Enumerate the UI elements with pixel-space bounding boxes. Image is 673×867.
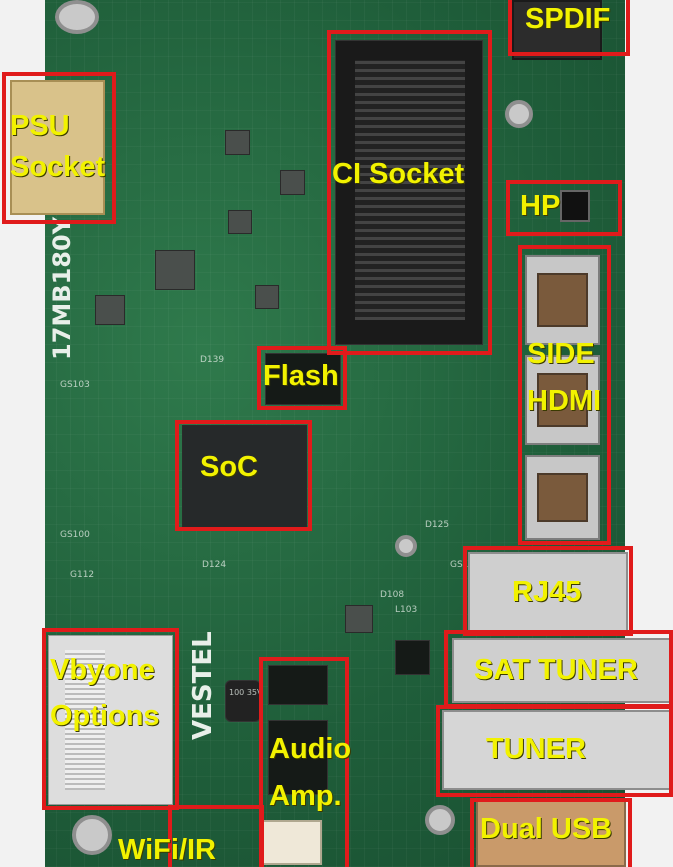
dual-usb-label: Dual USB bbox=[480, 813, 613, 845]
mounting-hole bbox=[505, 100, 533, 128]
vbyone-box bbox=[42, 628, 179, 810]
wifi-ir-label: WiFi/IR bbox=[118, 834, 217, 866]
ref-text: GS100 bbox=[60, 530, 90, 540]
psu-socket-box bbox=[2, 72, 116, 224]
mounting-hole bbox=[425, 805, 455, 835]
mounting-hole bbox=[72, 815, 112, 855]
soc-label: SoC bbox=[200, 451, 258, 483]
mounting-hole bbox=[395, 535, 417, 557]
audio-amp-label-line1: Audio bbox=[269, 733, 352, 765]
ref-text: D125 bbox=[425, 520, 450, 530]
capacitor-value: 100 35V bbox=[229, 688, 263, 697]
rj45-box bbox=[463, 546, 633, 636]
brand-silkscreen: VESTEL bbox=[188, 631, 218, 740]
hp-box bbox=[506, 180, 622, 236]
rj45-port bbox=[468, 552, 628, 632]
ci-socket-pins bbox=[355, 60, 465, 320]
tuner-box bbox=[436, 705, 673, 797]
ic bbox=[395, 640, 430, 675]
inductor bbox=[95, 295, 125, 325]
spdif-connector bbox=[512, 0, 602, 60]
hdmi-port bbox=[525, 255, 600, 345]
spdif-label: SPDIF bbox=[525, 3, 611, 35]
sat-tuner-label: SAT TUNER bbox=[474, 654, 638, 686]
side-hdmi-label-line1: SIDE bbox=[527, 338, 595, 370]
mounting-hole bbox=[55, 0, 99, 34]
ref-text: D124 bbox=[202, 560, 227, 570]
model-silkscreen: 17MB180Y bbox=[48, 216, 76, 360]
side-hdmi-label-line2: HDMI bbox=[527, 385, 602, 417]
inductor bbox=[255, 285, 279, 309]
inductor bbox=[280, 170, 305, 195]
dual-usb-box bbox=[470, 798, 632, 867]
hdmi-port bbox=[525, 355, 600, 445]
flash-label: Flash bbox=[263, 360, 339, 392]
inductor bbox=[155, 250, 195, 290]
hdmi-port bbox=[525, 455, 600, 540]
hp-jack bbox=[560, 190, 590, 222]
ref-text: GS103 bbox=[60, 380, 90, 390]
inductor bbox=[225, 130, 250, 155]
spdif-box bbox=[508, 0, 630, 56]
side-hdmi-box bbox=[518, 245, 611, 545]
ci-socket-box bbox=[327, 30, 492, 355]
audio-amp-chip bbox=[268, 665, 328, 705]
psu-label-line2: Socket bbox=[10, 151, 106, 183]
usb-connector bbox=[476, 800, 626, 867]
wifi-ir-box bbox=[168, 805, 264, 867]
rj45-label: RJ45 bbox=[512, 576, 582, 608]
ci-socket-label: CI Socket bbox=[332, 158, 465, 190]
ref-text: L103 bbox=[395, 605, 418, 615]
soc-chip bbox=[182, 425, 307, 530]
ref-text: D139 bbox=[200, 355, 225, 365]
vbyone-label-line2: Options bbox=[50, 700, 160, 732]
ref-text: D108 bbox=[380, 590, 405, 600]
inductor bbox=[345, 605, 373, 633]
soc-box bbox=[175, 420, 312, 531]
psu-connector bbox=[10, 80, 105, 215]
vbyone-label-line1: Vbyone bbox=[50, 654, 155, 686]
audio-amp-box bbox=[259, 657, 349, 867]
psu-label-line1: PSU bbox=[10, 110, 70, 142]
tuner-connector bbox=[442, 710, 673, 790]
sat-tuner-connector bbox=[452, 638, 673, 703]
ref-text: G112 bbox=[70, 570, 95, 580]
audio-amp-coils bbox=[268, 720, 328, 795]
hp-label: HP bbox=[520, 190, 561, 222]
flash-chip bbox=[265, 353, 341, 405]
vbyone-pins bbox=[65, 650, 105, 790]
electrolytic-capacitor bbox=[225, 680, 261, 722]
audio-amp-label-line2: Amp. bbox=[269, 780, 342, 812]
wifi-ir-connector bbox=[262, 820, 322, 865]
flash-box bbox=[257, 346, 347, 410]
tuner-label: TUNER bbox=[486, 733, 586, 765]
inductor bbox=[228, 210, 252, 234]
